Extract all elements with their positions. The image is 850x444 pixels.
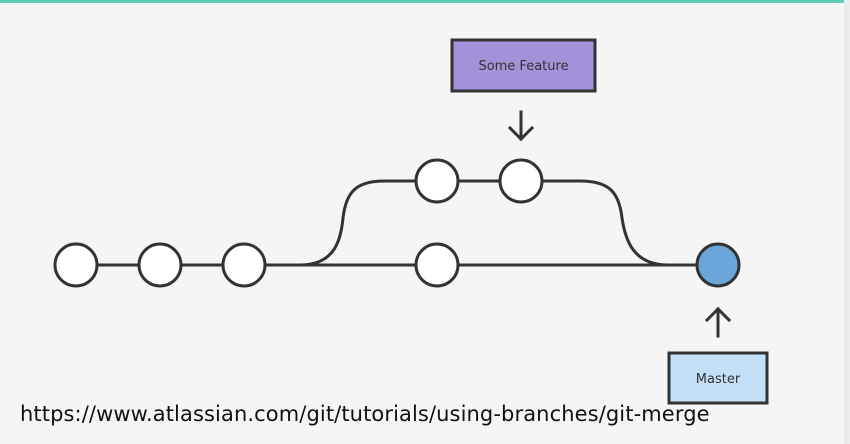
feature-branch-line: [299, 179, 669, 267]
arrow-up-icon: [704, 306, 732, 338]
feature-commit-node: [498, 158, 544, 204]
commit-node: [53, 242, 99, 288]
right-edge-strip: [844, 0, 850, 444]
source-url-caption: https://www.atlassian.com/git/tutorials/…: [20, 402, 710, 426]
commit-node: [414, 242, 460, 288]
master-branch-label: Master: [696, 372, 741, 387]
feature-branch-label: Some Feature: [478, 59, 568, 74]
top-accent-bar: [0, 0, 850, 3]
feature-commit-node: [414, 158, 460, 204]
merge-commit-node: [695, 242, 741, 288]
arrow-down-icon: [507, 110, 535, 142]
commit-node: [221, 242, 267, 288]
master-branch-label-box: [667, 351, 769, 405]
feature-branch-label-box: [450, 38, 597, 93]
commit-node: [137, 242, 183, 288]
